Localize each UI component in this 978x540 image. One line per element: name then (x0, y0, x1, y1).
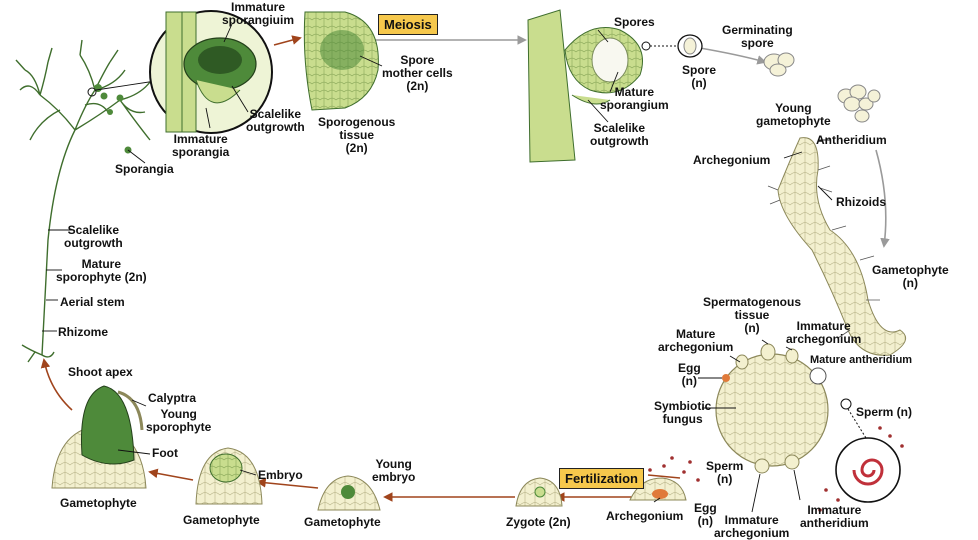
label-sperm-bottom: Sperm(n) (706, 459, 744, 486)
fertilization-stage-box: Fertilization (559, 468, 644, 489)
arrow-sperm-to-fertilization (647, 474, 681, 479)
pointer-lines (42, 149, 146, 332)
gametophyte-cross-section (715, 343, 829, 474)
arrow-spore-to-germinating (699, 47, 767, 65)
label-shoot-apex: Shoot apex (68, 365, 133, 379)
label-gametophyte-right: Gametophyte(n) (872, 263, 949, 290)
label-archegonium-top: Archegonium (693, 153, 771, 167)
zygote-illustration (515, 477, 563, 507)
mature-sporophyte-illustration (15, 39, 151, 363)
label-zygote: Zygote (2n) (506, 515, 571, 529)
label-gametophyte-b1: Gametophyte (304, 515, 381, 529)
label-egg-bottom: Egg(n) (694, 501, 717, 528)
label-rhizome: Rhizome (58, 325, 109, 339)
sperm-zoom (835, 398, 901, 503)
gametophyte-elongated-illustration (767, 137, 907, 356)
label-spore: Spore(n) (682, 63, 717, 90)
embryo-illustration (195, 447, 263, 505)
arrow-gametophyte-b2-to-b3 (148, 468, 194, 481)
label-egg-mid: Egg(n) (678, 361, 701, 388)
label-leader-lines (117, 23, 833, 513)
arrow-to-gametophyte (875, 149, 890, 248)
sporogenous-tissue-illustration (303, 11, 379, 111)
spore-dot (641, 41, 651, 51)
arrow-young-sporophyte-to-mature (40, 358, 73, 411)
young-embryo-illustration (317, 475, 381, 511)
germinating-spore-illustration (763, 52, 795, 77)
label-gametophyte-b3: Gametophyte (60, 496, 137, 510)
arrow-embryo-to-gametophyte (256, 477, 319, 489)
label-mature-antheridium: Mature antheridium (810, 354, 913, 366)
label-gametophyte-b2: Gametophyte (183, 513, 260, 527)
label-sperm-right: Sperm (n) (856, 405, 913, 419)
label-sporangia: Sporangia (115, 162, 174, 176)
label-embryo: Embryo (258, 468, 303, 482)
sporangia-dots (94, 84, 132, 154)
young-sporophyte-illustration (51, 385, 147, 489)
mature-sporangium-illustration (527, 9, 643, 163)
label-rhizoids: Rhizoids (836, 195, 886, 209)
label-aerial-stem: Aerial stem (60, 295, 125, 309)
zoom-circle-sporangium (149, 10, 273, 134)
young-gametophyte-illustration (837, 84, 881, 123)
sperm-dots (648, 426, 904, 512)
meiosis-stage-box: Meiosis (378, 14, 438, 35)
arrow-sporangium-to-meiosis (273, 35, 302, 46)
label-foot: Foot (152, 446, 178, 460)
label-antheridium: Antheridium (816, 133, 887, 147)
label-archegonium-bottom: Archegonium (606, 509, 684, 523)
label-spores: Spores (614, 15, 655, 29)
label-calyptra: Calyptra (148, 391, 197, 405)
zoom-marker (87, 87, 97, 97)
